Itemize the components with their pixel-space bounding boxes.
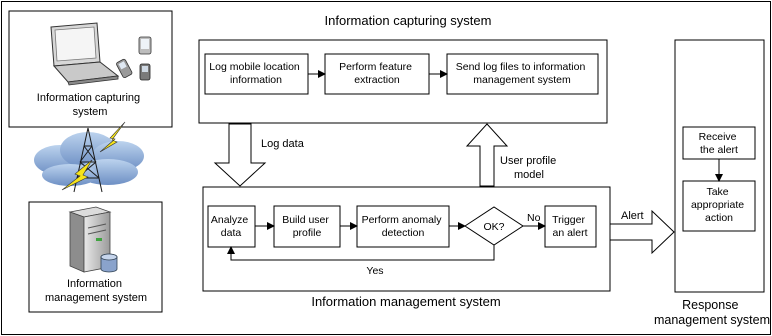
capturing-system-title: Information capturing system — [325, 13, 492, 28]
capturing-device-group: Information capturing system — [8, 10, 173, 128]
log-data-label: Log data — [261, 138, 305, 150]
step-receive-alert — [682, 126, 756, 160]
step-analyze-data — [207, 205, 256, 248]
step-receive-alert-label: Receive the alert — [699, 131, 740, 156]
management-system-title: Information management system — [311, 294, 500, 309]
step-anomaly-detection-label: Perform anomaly detection — [362, 214, 445, 239]
server-caption: Information management system — [45, 278, 147, 304]
laptop-icon — [50, 22, 120, 86]
no-label: No — [527, 212, 541, 224]
flip-phone-icon — [116, 58, 133, 78]
step-take-action — [682, 180, 756, 232]
arrow-yes-loop — [227, 245, 495, 261]
decision-ok-label: OK? — [483, 221, 504, 233]
server-group: Information management system — [28, 201, 163, 313]
step-analyze-data-label: Analyze data — [211, 214, 251, 239]
network-cloud-icon — [34, 121, 144, 193]
response-system-title: Response management system — [654, 298, 770, 327]
yes-label: Yes — [366, 265, 383, 277]
step-log-location-label: Log mobile location information — [209, 61, 302, 86]
alert-label: Alert — [621, 210, 644, 222]
user-profile-model-label: User profile model — [500, 155, 559, 181]
log-data-block-arrow — [213, 123, 267, 187]
step-send-log-files-label: Send log files to information management… — [456, 61, 589, 86]
step-feature-extraction-label: Perform feature extraction — [339, 61, 415, 86]
management-system: Analyze data Build user profile Perform … — [202, 186, 611, 309]
step-send-log-files — [446, 53, 599, 95]
lightning-bolt-icon — [61, 159, 93, 191]
response-system: Receive the alert Take appropriate actio… — [654, 39, 770, 327]
capturing-system: Information capturing system Log mobile … — [198, 13, 608, 124]
step-build-profile-label: Build user profile — [282, 214, 332, 239]
lightning-bolt-icon — [99, 121, 126, 153]
smartphone-icon — [138, 36, 152, 55]
step-log-location — [204, 53, 309, 95]
pda-icon — [139, 63, 151, 81]
user-profile-block-arrow — [465, 123, 509, 187]
step-trigger-alert-label: Trigger an alert — [552, 214, 588, 239]
capturing-device-caption: Information capturing system — [37, 92, 143, 118]
server-icon — [68, 206, 118, 273]
step-take-action-label: Take appropriate action — [691, 186, 747, 224]
alert-block-arrow — [609, 209, 675, 255]
